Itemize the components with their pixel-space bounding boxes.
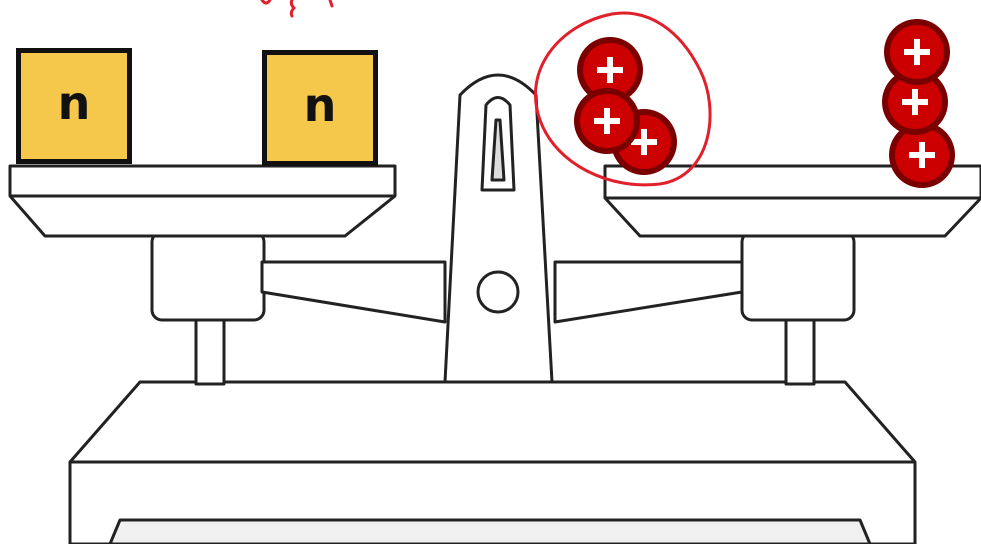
left-pan xyxy=(10,166,395,236)
neutron-label: n xyxy=(58,80,91,126)
beam-right-arm xyxy=(555,262,742,322)
scale-base-ledge xyxy=(110,520,870,544)
left-hub xyxy=(152,232,264,320)
stacked-proton-group xyxy=(882,19,955,188)
right-post xyxy=(786,318,814,384)
annotation-marks xyxy=(262,0,332,16)
neutron-label: n xyxy=(304,82,337,128)
proton xyxy=(574,88,640,154)
proton xyxy=(884,19,950,85)
neutron-block: n xyxy=(262,50,378,166)
left-post xyxy=(196,318,224,384)
neutron-block: n xyxy=(16,48,132,164)
pivot-circle xyxy=(478,272,518,312)
right-hub xyxy=(742,232,854,320)
beam-left-arm xyxy=(262,262,445,322)
circled-proton-group xyxy=(574,37,677,175)
